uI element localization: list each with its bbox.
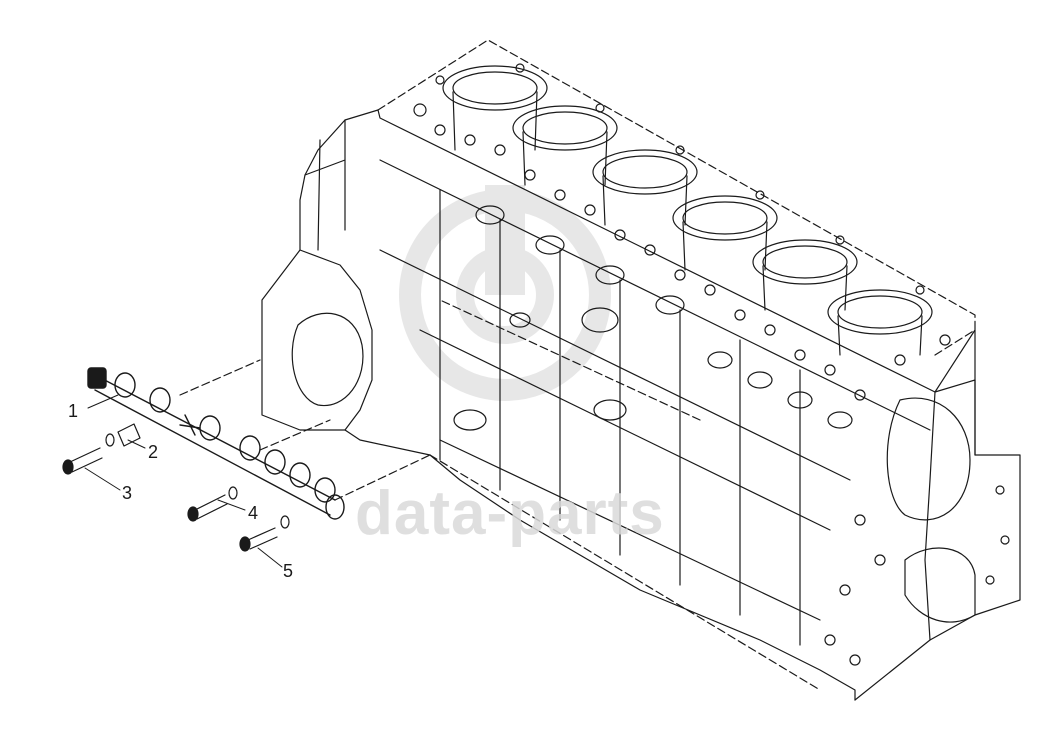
watermark-text: data-parts	[355, 479, 665, 548]
watermark-logo-icon	[399, 185, 611, 401]
bolt-item-5	[239, 515, 290, 552]
deck-holes	[413, 63, 951, 401]
fuel-rail	[87, 367, 345, 520]
callout-4: 4	[248, 503, 259, 523]
bolt-item-4	[187, 486, 238, 522]
bolt-item-3	[62, 447, 103, 475]
leader-lines	[179, 359, 431, 501]
engine-block	[261, 39, 1021, 701]
callout-5: 5	[283, 561, 294, 581]
bushing	[105, 423, 141, 447]
cylinder-bores	[442, 65, 933, 356]
callout-2: 2	[148, 442, 159, 462]
side-bosses	[453, 205, 1010, 666]
callout-1: 1	[68, 401, 79, 421]
callout-3: 3	[122, 483, 133, 503]
callout-leaders	[84, 394, 283, 568]
